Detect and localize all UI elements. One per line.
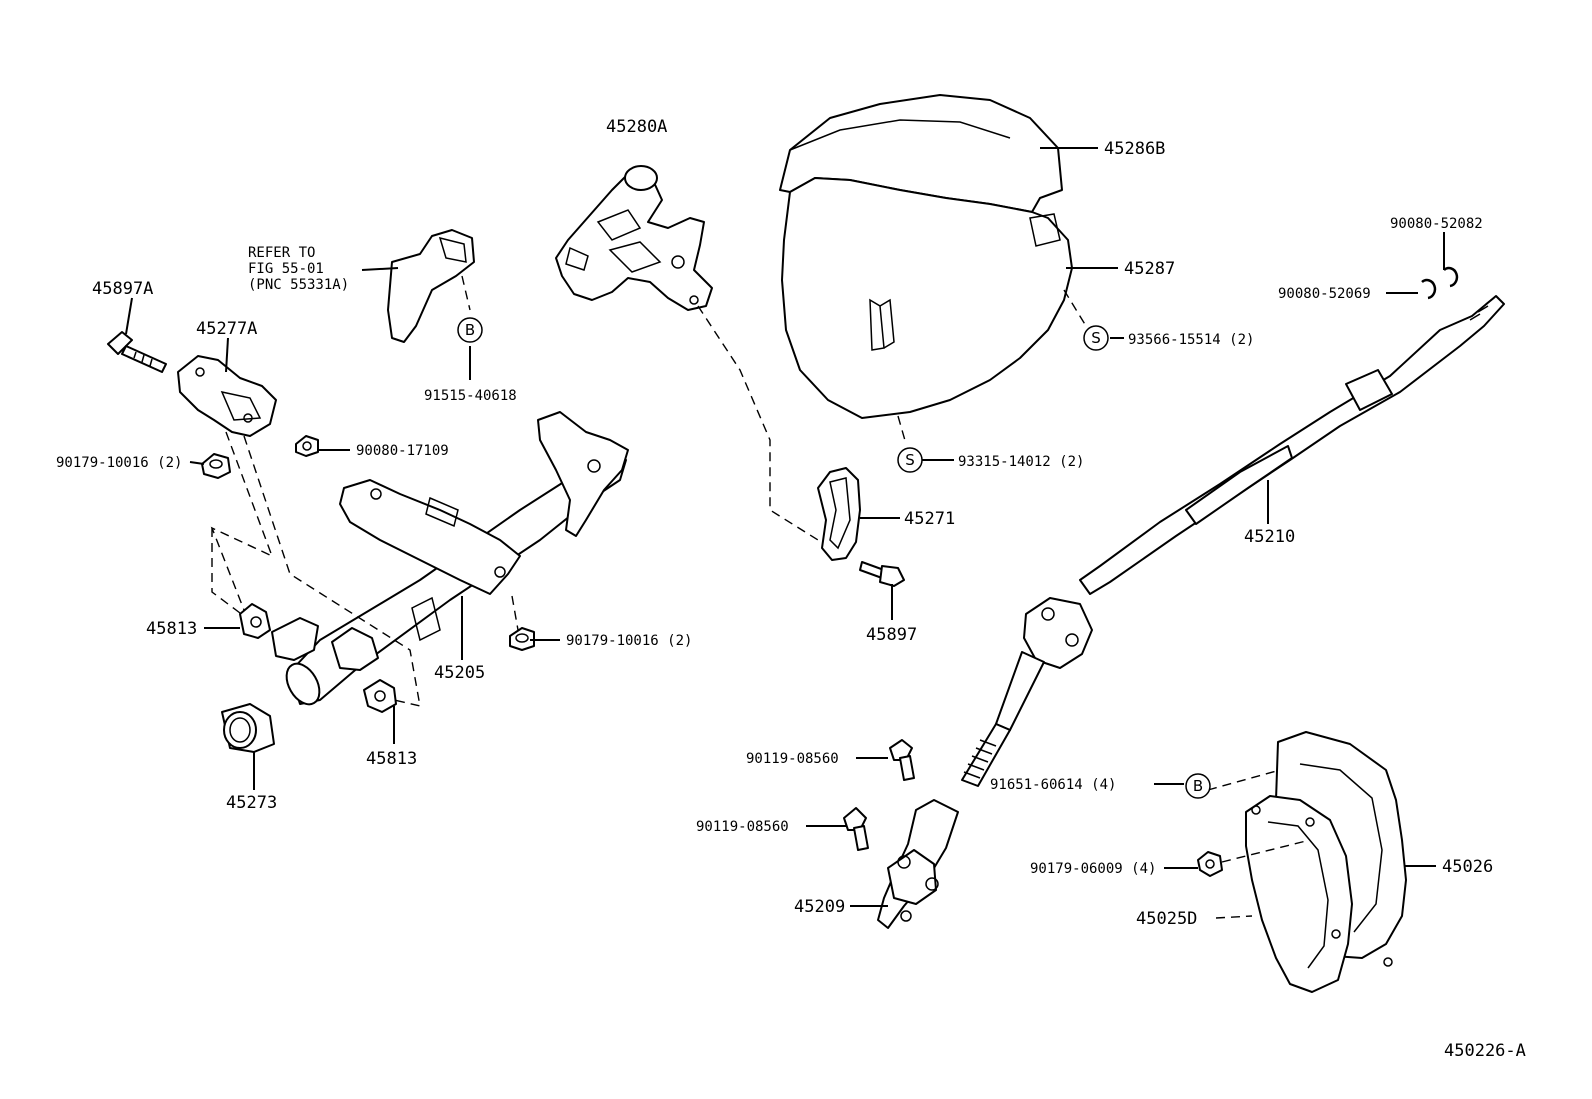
label-90119-08560-upper: 90119-08560 xyxy=(746,751,839,767)
universal-joint-45209 xyxy=(877,799,959,929)
leader-lines xyxy=(125,147,1445,907)
snap-ring-90080-52082 xyxy=(1443,266,1459,288)
label-90119-08560-lower: 90119-08560 xyxy=(696,819,789,835)
label-45897a: 45897A xyxy=(92,279,153,299)
label-93566-15514: 93566-15514 (2) xyxy=(1128,332,1254,348)
label-93315-14012: 93315-14012 (2) xyxy=(958,454,1084,470)
label-90179-10016-right: 90179-10016 (2) xyxy=(566,633,692,649)
label-45271: 45271 xyxy=(904,509,955,529)
label-45813-upper: 45813 xyxy=(146,619,197,639)
label-90080-17109: 90080-17109 xyxy=(356,443,449,459)
diagram-id: 450226-A xyxy=(1444,1041,1526,1061)
bolt-90119-08560-lower xyxy=(843,807,869,851)
reference-note-line3: (PNC 55331A) xyxy=(248,277,349,293)
svg-text:S: S xyxy=(1091,329,1101,347)
callout-s-lower: S xyxy=(897,447,923,473)
nut-90179-10016-left xyxy=(201,453,231,479)
ignition-lock-housing-45280a xyxy=(555,165,713,311)
switch-bracket-45271 xyxy=(817,467,861,561)
label-45897: 45897 xyxy=(866,625,917,645)
label-45277a: 45277A xyxy=(196,319,257,339)
column-cover-lower-45287 xyxy=(781,177,1073,419)
svg-text:B: B xyxy=(465,321,475,339)
label-45286b: 45286B xyxy=(1104,139,1165,159)
label-45209: 45209 xyxy=(794,897,845,917)
screw-45897 xyxy=(859,561,905,587)
label-90080-52069: 90080-52069 xyxy=(1278,286,1371,302)
bracket-45277a xyxy=(177,355,277,437)
label-45025d: 45025D xyxy=(1136,909,1197,929)
label-45210: 45210 xyxy=(1244,527,1295,547)
callout-b-lower: B xyxy=(1185,773,1211,799)
label-45280a: 45280A xyxy=(606,117,667,137)
snap-ring-90080-52069 xyxy=(1421,278,1437,300)
svg-text:B: B xyxy=(1193,777,1203,795)
callout-b-upper: B xyxy=(457,317,483,343)
label-90179-10016-left: 90179-10016 (2) xyxy=(56,455,182,471)
bolt-90119-08560-upper xyxy=(889,739,915,781)
nut-90179-06009 xyxy=(1197,851,1223,877)
label-90179-06009: 90179-06009 (4) xyxy=(1030,861,1156,877)
label-91515-40618: 91515-40618 xyxy=(424,388,517,404)
label-45205: 45205 xyxy=(434,663,485,683)
bolt-45897a xyxy=(107,331,167,373)
reference-note-line2: FIG 55-01 xyxy=(248,261,324,277)
wire-harness-protector xyxy=(387,229,475,343)
label-90080-52082: 90080-52082 xyxy=(1390,216,1483,232)
clamp-45813-upper xyxy=(239,603,271,639)
callout-s-upper: S xyxy=(1083,325,1109,351)
nut-90080-17109 xyxy=(295,435,319,457)
label-45273: 45273 xyxy=(226,793,277,813)
installation-guide-lines xyxy=(210,275,1311,919)
intermediate-shaft-45210 xyxy=(961,295,1505,787)
nut-90179-10016-right xyxy=(509,627,535,651)
label-91651-60614: 91651-60614 (4) xyxy=(990,777,1116,793)
boot-45025d xyxy=(1245,795,1393,993)
label-45813-lower: 45813 xyxy=(366,749,417,769)
reference-note-line1: REFER TO xyxy=(248,245,315,261)
label-45287: 45287 xyxy=(1124,259,1175,279)
clamp-45813-lower xyxy=(363,679,397,713)
bushing-45273 xyxy=(221,703,275,753)
steering-column-tube-45205 xyxy=(271,411,629,706)
svg-text:S: S xyxy=(905,451,915,469)
label-45026: 45026 xyxy=(1442,857,1493,877)
